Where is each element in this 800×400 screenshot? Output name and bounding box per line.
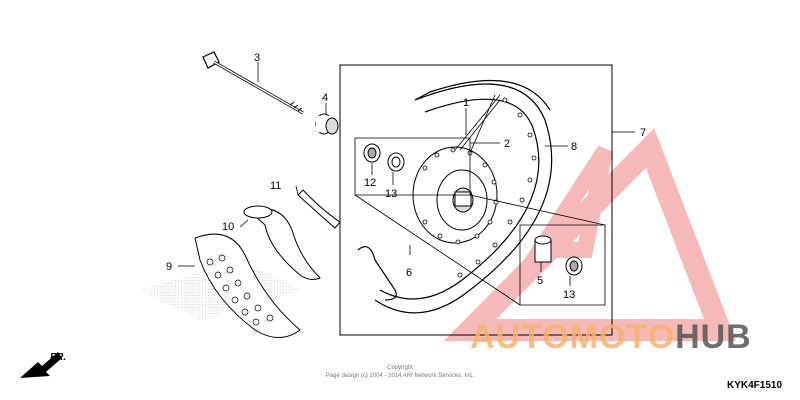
callout-6: 6	[406, 267, 412, 279]
watermark-text: AUTOMOTOHUB	[470, 318, 752, 357]
callout-13-right: 13	[563, 289, 575, 301]
watermark-logo	[443, 128, 737, 341]
tube-end	[243, 205, 273, 219]
callout-11: 11	[270, 180, 281, 192]
watermark-text-part2: HUB	[675, 318, 752, 356]
leader-lines	[178, 62, 635, 286]
axle-bolt	[202, 51, 304, 115]
bearing-left	[387, 152, 405, 172]
guide-line	[354, 194, 521, 306]
callout-12: 12	[364, 177, 376, 189]
spacer-collar	[315, 113, 339, 135]
dust-seal	[363, 143, 381, 163]
callout-3: 3	[254, 52, 260, 64]
callout-1: 1	[463, 97, 469, 109]
callout-2: 2	[504, 138, 510, 150]
callout-7: 7	[640, 127, 646, 139]
tire-tread	[206, 254, 274, 326]
rim-band	[297, 189, 341, 229]
rim	[357, 79, 553, 314]
rim-holes	[457, 97, 537, 278]
copyright-notice: Copyright Page design (c) 2004 - 2014 AR…	[270, 364, 530, 380]
callout-8: 8	[571, 141, 577, 153]
collar-group-frame	[519, 224, 606, 306]
copyright-line-1: Copyright	[387, 365, 413, 371]
assembly-frame	[339, 64, 613, 336]
callout-4: 4	[322, 92, 328, 104]
front-direction-label: FR.	[50, 352, 67, 363]
distance-collar	[534, 235, 552, 263]
callout-9: 9	[166, 261, 172, 273]
tube	[243, 208, 321, 280]
callout-5: 5	[537, 275, 543, 287]
bearing-right	[565, 256, 583, 276]
watermark-text-part1: AUTOMOTO	[470, 318, 676, 356]
diagram-code: KYK4F1510	[727, 380, 783, 391]
callout-13-left: 13	[385, 188, 397, 200]
callout-10: 10	[222, 221, 234, 233]
spokes	[454, 94, 501, 154]
front-direction-arrow	[20, 352, 62, 378]
guide-line	[469, 194, 606, 226]
copyright-line-2: Page design (c) 2004 - 2014 ARI Network …	[325, 373, 475, 379]
